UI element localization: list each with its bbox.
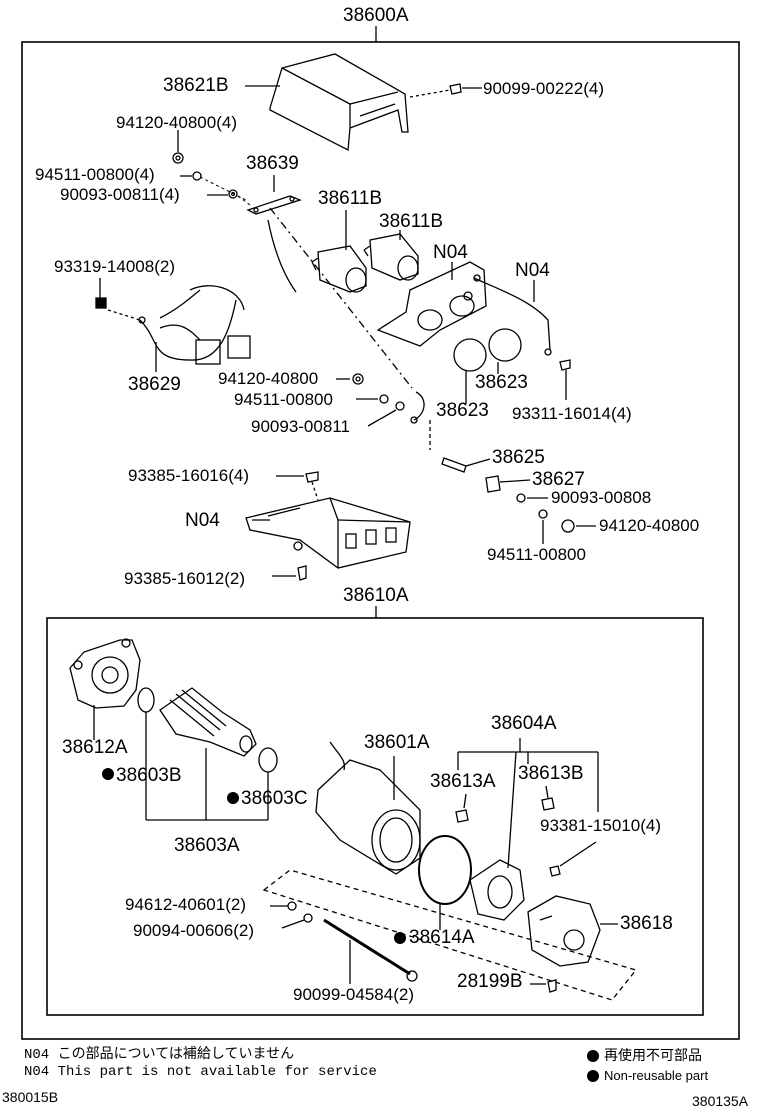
label-38603b: 38603B [116,765,182,786]
label-90093-00808: 90093-00808 [551,488,652,507]
label-94120-40800-c: 94120-40800 [599,516,700,535]
label-94612-40601: 94612-40601(2) [125,895,246,914]
label-38612a: 38612A [62,737,128,758]
cover-38621b [269,53,409,152]
label-38639: 38639 [246,153,299,174]
mount-plate-n04 [376,261,487,347]
label-38603a: 38603A [174,835,240,856]
label-38613b: 38613B [518,763,584,784]
non-reusable-marker [102,768,114,780]
label-94120-40800-4: 94120-40800(4) [116,113,237,132]
end-cover-38618 [527,895,601,967]
label-94511-00800-b: 94511-00800 [234,390,333,409]
label-38614a: 38614A [409,927,475,948]
wire-harness-38629 [138,285,251,365]
yoke-38601a [315,741,421,875]
label-38627: 38627 [532,469,585,490]
label-93319-14008: 93319-14008(2) [54,257,175,276]
non-reusable-marker [227,792,239,804]
label-94511-00800-4: 94511-00800(4) [35,165,155,184]
label-90099-00222: 90099-00222(4) [483,79,604,98]
label-n04-bracket: N04 [185,510,220,531]
label-n04-plate: N04 [433,242,468,263]
ref-code-left: 380015B [2,1089,59,1105]
label-38623-left: 38623 [436,400,489,421]
legend-text-en: Non-reusable part [604,1068,709,1083]
legend-marker-en [587,1070,599,1082]
label-38629: 38629 [128,374,181,395]
bracket-n04-lower [245,497,411,569]
label-90093-00811-b: 90093-00811 [251,417,350,436]
label-90099-04584: 90099-04584(2) [293,985,414,1004]
label-38621b: 38621B [163,75,229,96]
label-38604a: 38604A [491,713,557,734]
label-93311-16014: 93311-16014(4) [512,404,632,423]
legend-marker-jp [587,1050,599,1062]
outer-assembly-frame [21,41,740,1040]
label-38611b-right: 38611B [379,211,444,232]
footer-note-en: N04 This part is not available for servi… [24,1064,377,1080]
label-38625: 38625 [492,447,545,468]
label-38603c: 38603C [241,788,308,809]
solenoid-38611b-right [363,233,419,281]
ref-code-right: 380135A [692,1093,749,1109]
label-93381-15010: 93381-15010(4) [540,816,661,835]
label-38613a: 38613A [430,771,496,792]
housing-38612a [69,638,141,709]
solenoid-38611b-left [311,245,367,293]
non-reusable-marker [394,932,406,944]
label-38618: 38618 [620,913,673,934]
label-90093-00811-4: 90093-00811(4) [60,185,180,204]
label-38610a: 38610A [343,585,409,606]
label-93385-16012: 93385-16012(2) [124,569,245,588]
label-n04-wire: N04 [515,260,550,281]
label-38600a: 38600A [343,5,409,26]
label-38601a: 38601A [364,732,430,753]
brush-holder-38604a [469,859,525,921]
label-94120-40800-b: 94120-40800 [218,369,319,388]
label-38623-right: 38623 [475,372,528,393]
motor-assembly-frame [46,617,704,1016]
label-90094-00606: 90094-00606(2) [133,921,254,940]
label-93385-16016: 93385-16016(4) [128,466,249,485]
label-28199b: 28199B [457,971,523,992]
legend-text-jp: 再使用不可部品 [604,1047,702,1063]
footer-note-jp: N04 この部品については補給していません [24,1047,295,1063]
label-94511-00800-c: 94511-00800 [487,545,586,564]
label-38611b-left: 38611B [318,188,383,209]
armature-38603a [159,687,257,757]
